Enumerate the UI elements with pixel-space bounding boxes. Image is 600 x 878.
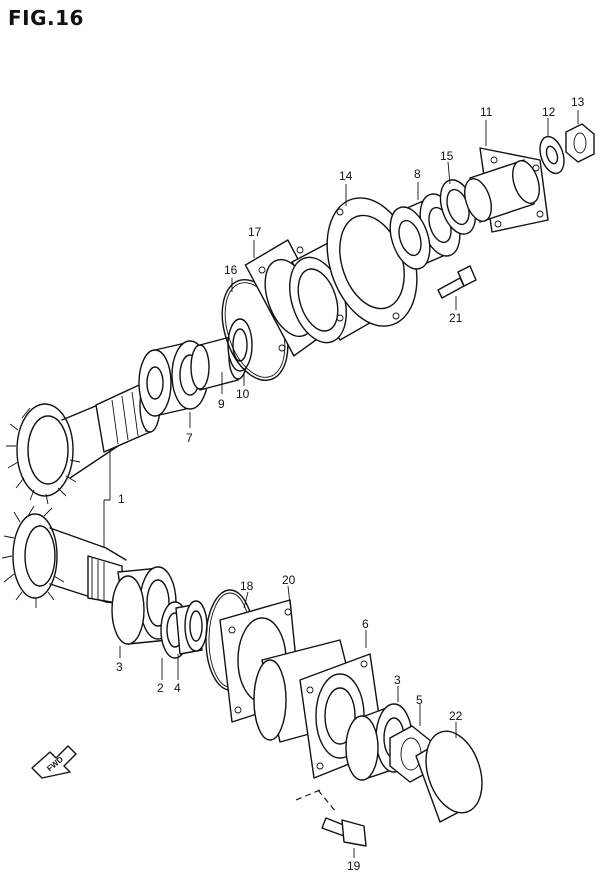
callout-8: 8 — [414, 167, 421, 181]
nut-13 — [565, 123, 595, 163]
callout-3-right: 3 — [394, 673, 401, 687]
cap-22 — [415, 730, 483, 823]
leader-lines — [103, 110, 579, 858]
callout-labels: 1 7 9 10 16 17 14 8 15 11 12 13 21 3 2 4… — [116, 95, 585, 873]
callout-1: 1 — [118, 492, 125, 506]
bearing-3-left — [111, 566, 177, 645]
callout-3-left: 3 — [116, 660, 123, 674]
callout-10: 10 — [236, 387, 250, 401]
callout-22: 22 — [449, 709, 463, 723]
callout-5: 5 — [416, 693, 423, 707]
bearing-7 — [138, 340, 209, 417]
figure-title: FIG.16 — [8, 6, 84, 30]
callout-16: 16 — [224, 263, 238, 277]
bearing-8 — [389, 193, 461, 270]
callout-9: 9 — [218, 397, 225, 411]
race-4 — [175, 600, 208, 655]
callout-19: 19 — [347, 859, 361, 873]
callout-11: 11 — [480, 105, 493, 119]
callout-2: 2 — [157, 681, 164, 695]
callout-18: 18 — [240, 579, 254, 593]
washer-12 — [539, 135, 565, 175]
callout-15: 15 — [440, 149, 454, 163]
pinion-gear-shaft-upper — [6, 379, 161, 505]
callout-14: 14 — [339, 169, 353, 183]
bolt-21 — [437, 265, 477, 299]
callout-17: 17 — [248, 225, 262, 239]
fwd-arrow-icon: FWD — [31, 745, 77, 779]
callout-7: 7 — [186, 431, 193, 445]
callout-4: 4 — [174, 681, 181, 695]
pinion-gear-shaft-lower — [1, 505, 127, 608]
callout-12: 12 — [542, 105, 556, 119]
bolt-19 — [295, 789, 367, 847]
callout-13: 13 — [571, 95, 585, 109]
callout-6: 6 — [362, 617, 369, 631]
flange-11 — [464, 147, 549, 233]
callout-21: 21 — [449, 311, 463, 325]
callout-20: 20 — [282, 573, 296, 587]
